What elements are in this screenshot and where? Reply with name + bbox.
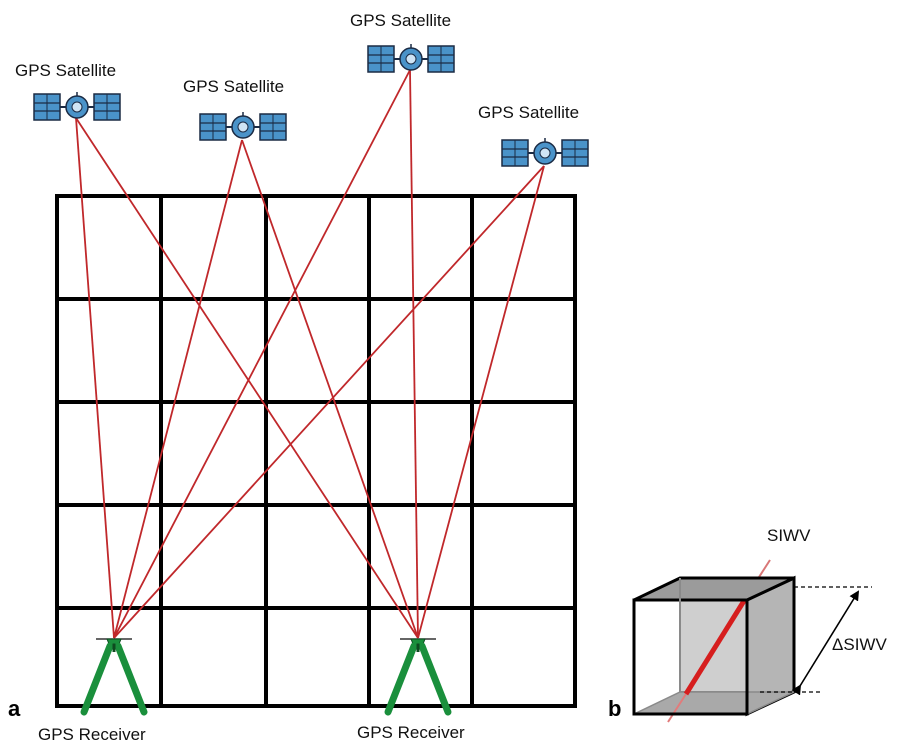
- dimension-arrow: [791, 590, 860, 696]
- siwv-ray: [683, 586, 755, 696]
- tripod-receiver-icon: [388, 639, 448, 712]
- signal-path: [241, 139, 419, 639]
- satellite-label: GPS Satellite: [15, 61, 116, 80]
- satellite-icon: [199, 111, 287, 141]
- siwv-cube: [632, 559, 796, 723]
- satellite-2: GPS Satellite: [183, 77, 287, 141]
- signal-path: [113, 165, 545, 639]
- signal-path: [75, 117, 115, 639]
- receiver-2: GPS Receiver: [357, 639, 465, 742]
- signal-path: [113, 139, 243, 639]
- satellite-icon: [367, 43, 455, 73]
- satellite-4: GPS Satellite: [478, 103, 589, 167]
- receiver-label: GPS Receiver: [38, 725, 146, 744]
- delta-siwv-label: ΔSIWV: [832, 635, 887, 654]
- siwv-ray-outside: [667, 693, 687, 723]
- signal-path: [113, 69, 411, 639]
- cube-top-face: [633, 576, 795, 602]
- receiver-label: GPS Receiver: [357, 723, 465, 742]
- satellite-label: GPS Satellite: [350, 11, 451, 30]
- receiver-1: GPS Receiver: [38, 639, 146, 744]
- panel-a-letter: a: [8, 696, 21, 721]
- delta-siwv-dimension: ΔSIWV: [760, 586, 887, 696]
- signal-path: [417, 165, 545, 639]
- siwv-label: SIWV: [767, 526, 811, 545]
- satellite-1: GPS Satellite: [15, 61, 121, 121]
- cube-bottom-face: [633, 691, 795, 715]
- satellite-label: GPS Satellite: [183, 77, 284, 96]
- grid-border: [55, 194, 577, 708]
- satellite-3: GPS Satellite: [350, 11, 455, 73]
- satellite-icon: [501, 137, 589, 167]
- signal-path: [75, 117, 419, 639]
- satellite-icon: [33, 91, 121, 121]
- panel-b-letter: b: [608, 696, 621, 721]
- satellite-label: GPS Satellite: [478, 103, 579, 122]
- signal-path: [409, 69, 419, 639]
- signal-paths: [75, 69, 545, 639]
- voxel-grid: [55, 194, 577, 708]
- tripod-receiver-icon: [84, 639, 144, 712]
